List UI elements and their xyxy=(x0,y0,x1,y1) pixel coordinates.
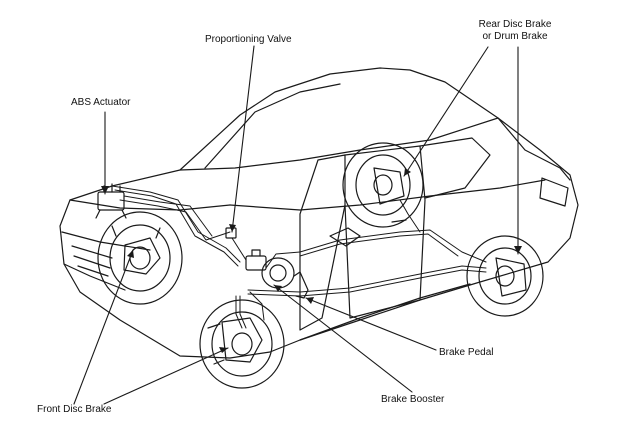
brake-pedal xyxy=(293,271,309,299)
brake-lines xyxy=(111,185,487,329)
leader-lines xyxy=(73,45,519,405)
abs-actuator xyxy=(95,183,127,219)
front-grille xyxy=(71,245,113,277)
front-door xyxy=(299,154,346,331)
hood-line xyxy=(69,199,231,211)
car-body-outline xyxy=(59,67,579,359)
abs-actuator-label: ABS Actuator xyxy=(71,97,131,108)
rear-right-wheel xyxy=(466,235,544,317)
rear-window xyxy=(419,137,491,199)
brake-pedal-label: Brake Pedal xyxy=(439,347,494,358)
side-mirror xyxy=(329,227,361,247)
front-bumper xyxy=(61,231,151,291)
arrowheads xyxy=(101,168,522,353)
front-right-wheel xyxy=(199,299,285,389)
front-left-wheel xyxy=(97,211,183,305)
rear-disc-brake-label: Rear Disc Brake or Drum Brake xyxy=(470,19,560,43)
brake-booster-label: Brake Booster xyxy=(381,394,445,405)
tail-light xyxy=(539,177,569,207)
proportioning-valve-label: Proportioning Valve xyxy=(205,34,292,45)
trunk-line xyxy=(497,117,571,181)
windshield xyxy=(204,83,341,169)
rear-brake-line-2: or Drum Brake xyxy=(482,31,548,42)
brake-booster xyxy=(245,249,295,289)
door-handle xyxy=(391,219,407,223)
rear-brake-line-1: Rear Disc Brake xyxy=(478,19,552,30)
belt-line xyxy=(229,179,546,211)
rear-door xyxy=(344,145,426,319)
roof-line xyxy=(179,117,499,171)
front-disc-brake-label: Front Disc Brake xyxy=(37,404,112,415)
rear-left-wheel xyxy=(342,142,424,228)
